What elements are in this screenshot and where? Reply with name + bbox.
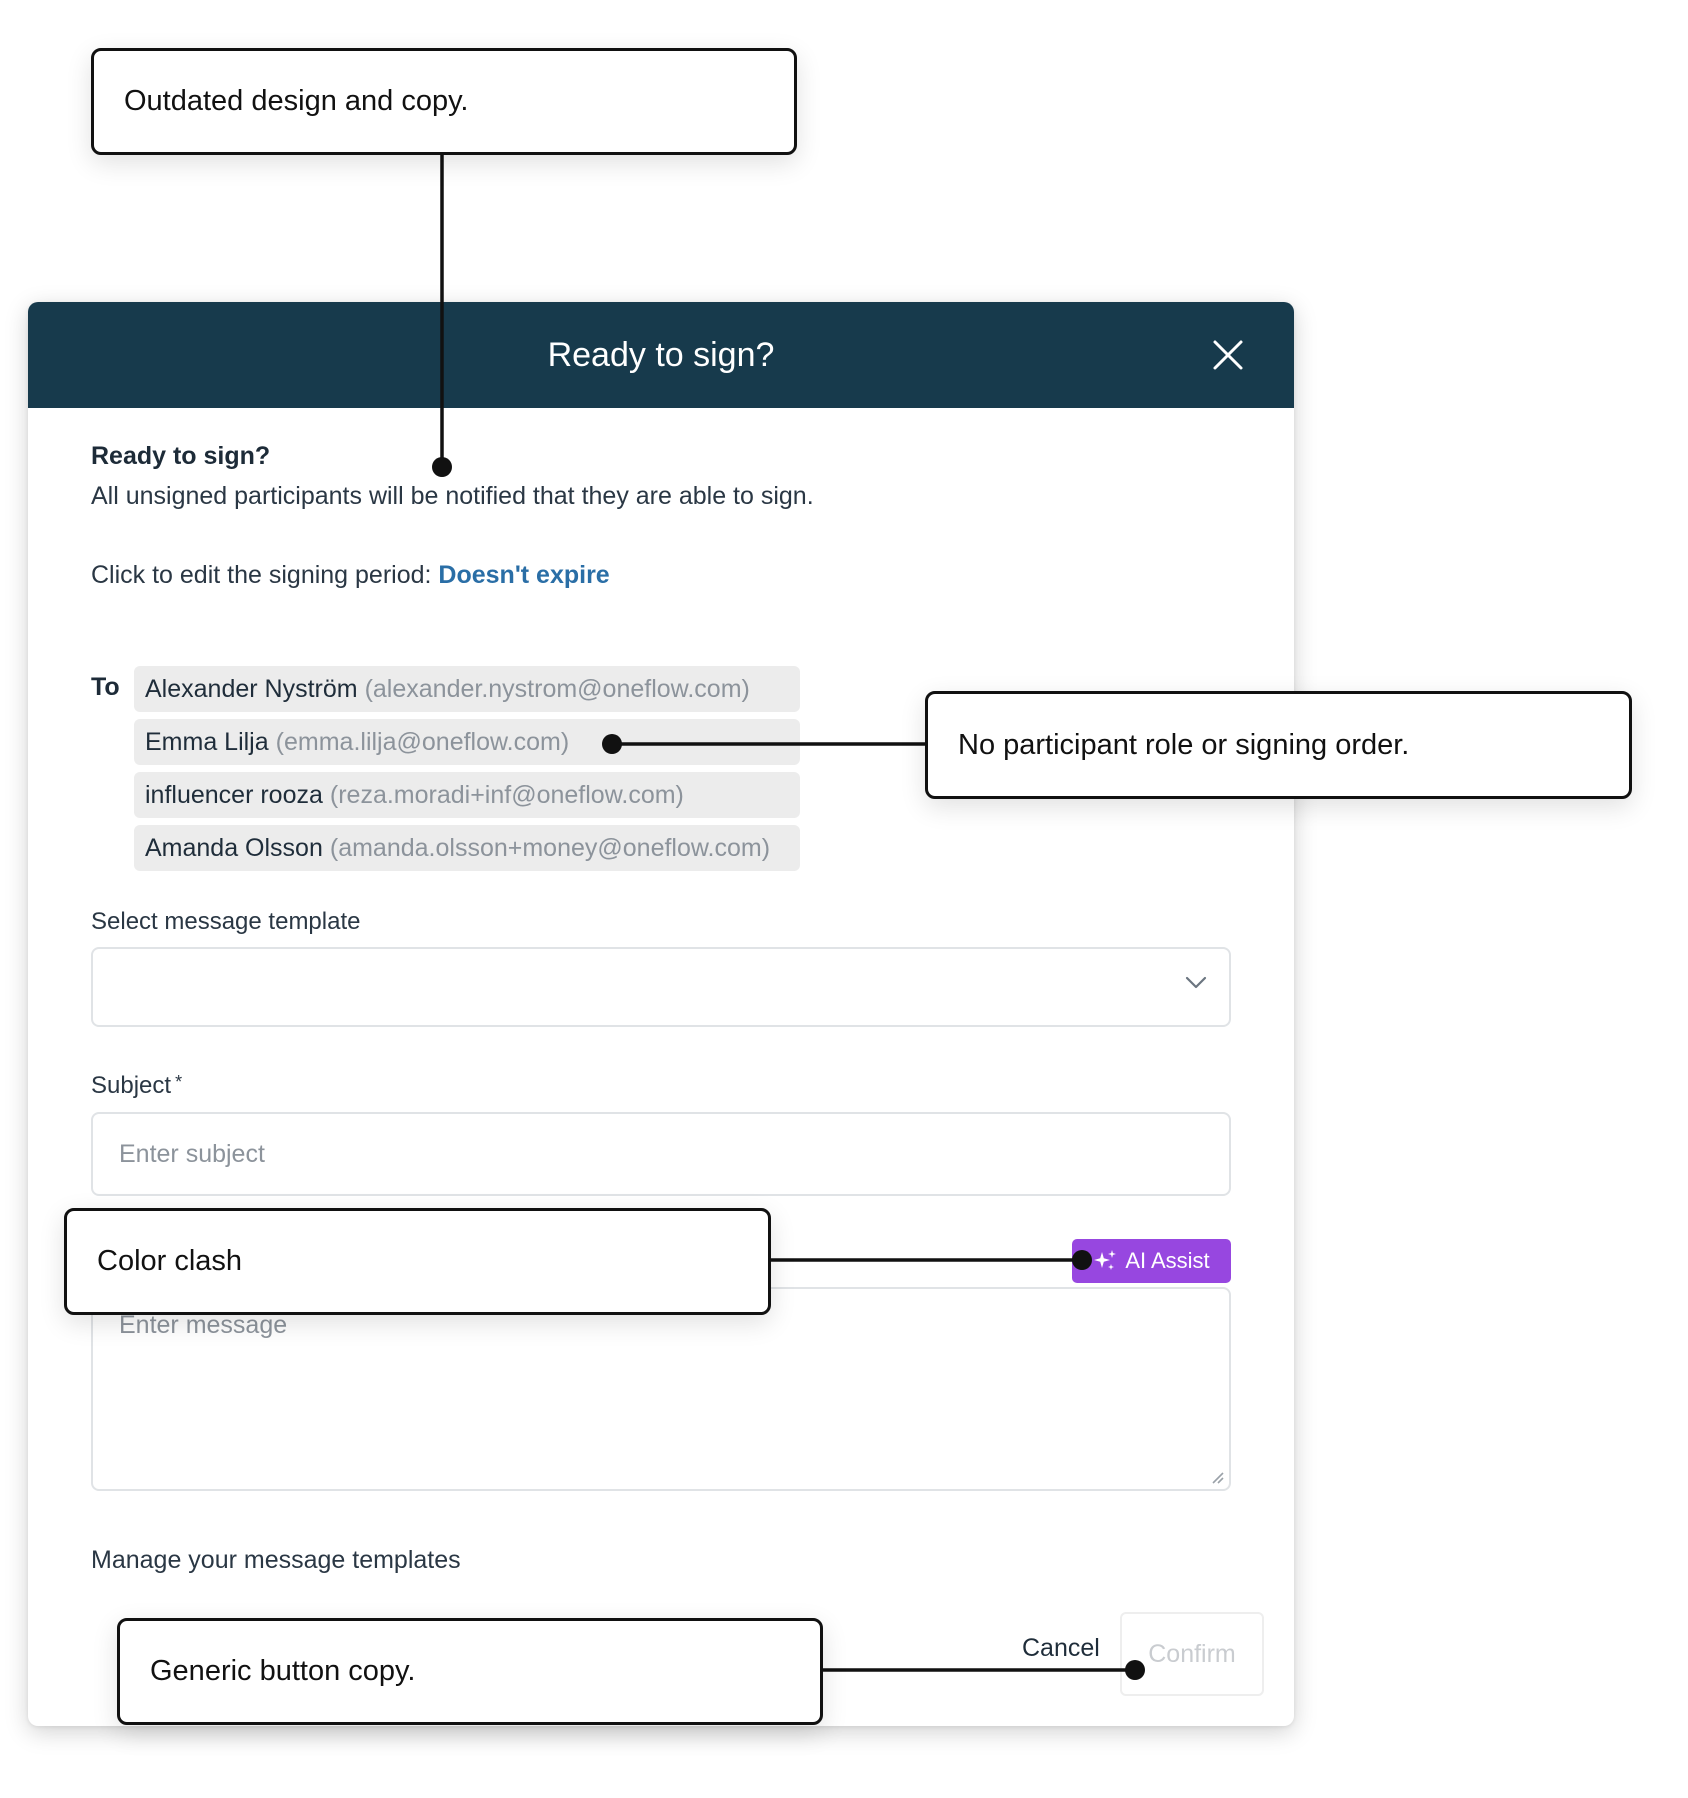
template-select[interactable]	[91, 947, 1231, 1027]
callout-button-copy: Generic button copy.	[117, 1618, 823, 1725]
recipient-name: Emma Lilja	[145, 727, 269, 756]
sparkle-icon	[1094, 1250, 1117, 1270]
modal-heading: Ready to sign?	[91, 442, 271, 470]
recipient-chip: Alexander Nyström (alexander.nystrom@one…	[134, 666, 800, 712]
close-icon	[1213, 340, 1243, 370]
modal-header: Ready to sign?	[28, 302, 1294, 408]
signing-period-label: Click to edit the signing period:	[91, 561, 432, 589]
manage-templates-link[interactable]: Manage your message templates	[91, 1546, 461, 1574]
subject-input[interactable]: Enter subject	[91, 1112, 1231, 1196]
modal-description: All unsigned participants will be notifi…	[91, 482, 814, 510]
ai-assist-label: AI Assist	[1125, 1248, 1210, 1273]
cancel-button[interactable]: Cancel	[1022, 1634, 1100, 1662]
recipient-email: (reza.moradi+inf@oneflow.com)	[329, 780, 684, 809]
recipient-chip: Emma Lilja (emma.lilja@oneflow.com)	[134, 719, 800, 765]
recipient-chip: influencer rooza (reza.moradi+inf@oneflo…	[134, 772, 800, 818]
message-placeholder: Enter message	[119, 1311, 288, 1339]
confirm-button[interactable]: Confirm	[1120, 1612, 1264, 1696]
resize-handle-icon[interactable]	[1209, 1469, 1225, 1485]
subject-placeholder: Enter subject	[119, 1139, 265, 1168]
callout-color-clash: Color clash	[64, 1208, 771, 1315]
connector-dot-participant	[602, 734, 622, 754]
to-label: To	[91, 673, 120, 701]
subject-label: Subject*	[91, 1072, 182, 1100]
chevron-down-icon	[1185, 976, 1207, 989]
required-mark: *	[175, 1072, 183, 1092]
connector-dot-color-clash	[1072, 1250, 1092, 1270]
recipient-chip: Amanda Olsson (amanda.olsson+money@onefl…	[134, 825, 800, 871]
callout-participant-role: No participant role or signing order.	[925, 691, 1632, 799]
callout-outdated-design: Outdated design and copy.	[91, 48, 797, 155]
connector-dot-button-copy	[1125, 1660, 1145, 1680]
signing-period-link[interactable]: Doesn't expire	[438, 561, 610, 589]
signing-period: Click to edit the signing period: Doesn'…	[91, 561, 610, 590]
template-label: Select message template	[91, 908, 361, 935]
ready-to-sign-modal: Ready to sign? Ready to sign? All unsign…	[28, 302, 1294, 1726]
recipient-name: influencer rooza	[145, 780, 323, 809]
recipient-name: Alexander Nyström	[145, 674, 358, 703]
recipient-email: (alexander.nystrom@oneflow.com)	[364, 674, 750, 703]
recipient-name: Amanda Olsson	[145, 833, 323, 862]
recipient-email: (emma.lilja@oneflow.com)	[275, 727, 570, 756]
close-button[interactable]	[1208, 335, 1248, 375]
recipient-email: (amanda.olsson+money@oneflow.com)	[329, 833, 771, 862]
recipient-list: Alexander Nyström (alexander.nystrom@one…	[134, 666, 800, 878]
subject-label-text: Subject	[91, 1072, 172, 1099]
modal-title: Ready to sign?	[547, 335, 775, 374]
ai-assist-button[interactable]: AI Assist	[1072, 1239, 1231, 1283]
connector-dot-outdated	[432, 457, 452, 477]
